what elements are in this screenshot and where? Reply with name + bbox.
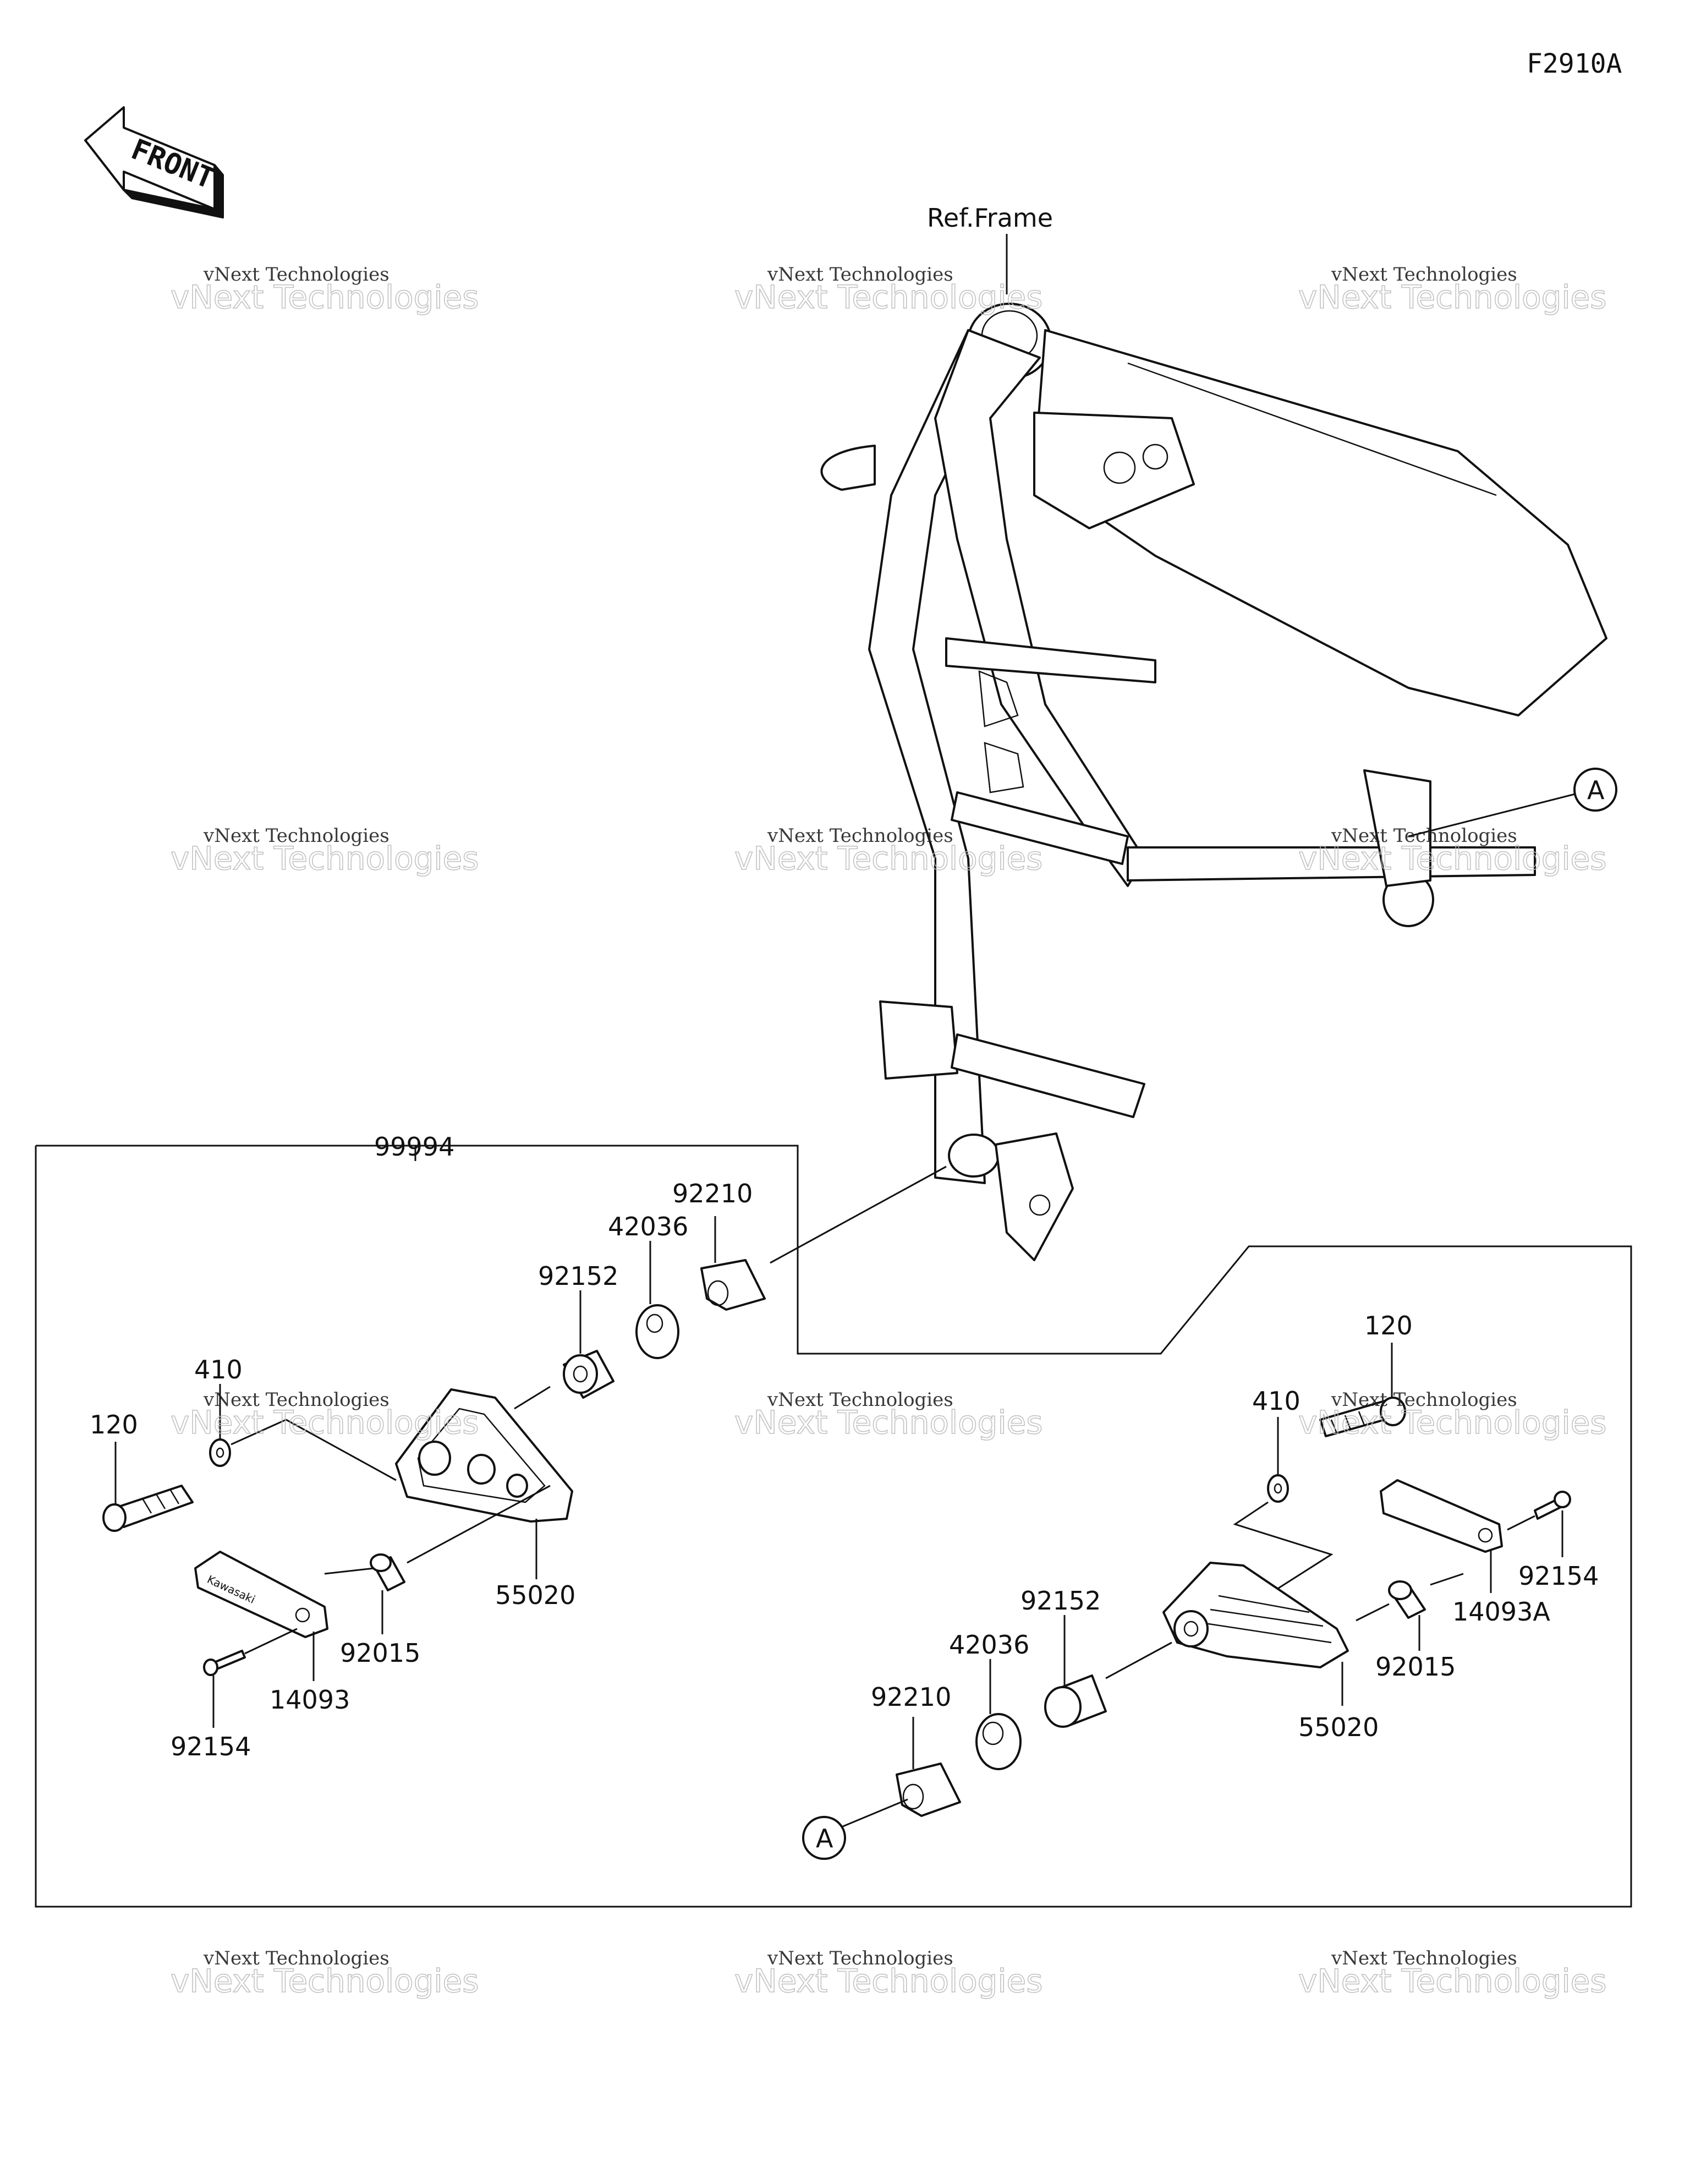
washer-410-right: 410: [1252, 1386, 1301, 1503]
svg-text:42036: 42036: [608, 1212, 688, 1241]
collar-92210-right: 92210: [871, 1682, 961, 1817]
screw-92154-left: 92154: [171, 1628, 298, 1761]
svg-text:vNext Technologies: vNext Technologies: [734, 278, 1042, 316]
svg-text:410: 410: [194, 1355, 243, 1384]
svg-text:92015: 92015: [340, 1638, 420, 1668]
svg-text:vNext Technologies: vNext Technologies: [1298, 1404, 1606, 1441]
screw-92154-right: 92154: [1507, 1491, 1599, 1591]
frame-slider-55020-right: 55020: [1162, 1562, 1379, 1742]
svg-text:vNext Technologies: vNext Technologies: [1331, 1389, 1517, 1411]
plate-14093A-right: 14093A: [1380, 1479, 1550, 1627]
callout-a-top: A: [1408, 768, 1617, 838]
svg-text:42036: 42036: [949, 1630, 1029, 1660]
svg-text:vNext Technologies: vNext Technologies: [767, 264, 953, 286]
washer-410-left: 410: [194, 1355, 243, 1467]
svg-text:vNext Technologies: vNext Technologies: [1331, 264, 1517, 286]
svg-text:92152: 92152: [1020, 1586, 1101, 1616]
svg-text:vNext Technologies: vNext Technologies: [203, 1947, 389, 1969]
svg-text:vNext Technologies: vNext Technologies: [734, 840, 1042, 877]
svg-text:vNext Technologies: vNext Technologies: [767, 1389, 953, 1411]
svg-text:vNext Technologies: vNext Technologies: [1298, 840, 1606, 877]
svg-text:vNext Technologies: vNext Technologies: [734, 1962, 1042, 2000]
kit-number-label: 99994: [374, 1132, 454, 1162]
svg-text:A: A: [1587, 775, 1605, 805]
svg-text:14093: 14093: [270, 1685, 350, 1715]
svg-text:vNext Technologies: vNext Technologies: [1298, 1962, 1606, 2000]
figure-code: F2910A: [1527, 48, 1622, 79]
frame-slider-55020-left: 55020: [395, 1388, 575, 1610]
bush-92152-left: 92152: [538, 1261, 618, 1399]
frame-mount-leader: [770, 1165, 947, 1264]
motorcycle-frame: [820, 303, 1607, 1261]
svg-text:410: 410: [1252, 1386, 1301, 1416]
callout-a-bottom: A: [802, 1798, 908, 1860]
collar-92015-left: 92015: [340, 1553, 420, 1668]
svg-text:55020: 55020: [495, 1580, 575, 1610]
svg-text:92015: 92015: [1375, 1652, 1456, 1682]
svg-text:vNext Technologies: vNext Technologies: [1298, 278, 1606, 316]
svg-text:vNext Technologies: vNext Technologies: [1331, 825, 1517, 847]
collar-92210-left: 92210: [672, 1179, 766, 1311]
svg-text:vNext Technologies: vNext Technologies: [171, 1962, 479, 2000]
svg-text:vNext Technologies: vNext Technologies: [203, 1389, 389, 1411]
washer-42036-left: 42036: [608, 1212, 688, 1359]
svg-text:55020: 55020: [1298, 1712, 1379, 1742]
svg-text:120: 120: [1364, 1311, 1413, 1340]
svg-text:vNext Technologies: vNext Technologies: [767, 825, 953, 847]
bush-92152-right: 92152: [1020, 1586, 1107, 1728]
svg-text:92210: 92210: [672, 1179, 753, 1208]
svg-text:A: A: [816, 1824, 833, 1853]
svg-text:vNext Technologies: vNext Technologies: [203, 264, 389, 286]
bolt-120-right: 120: [1319, 1311, 1413, 1437]
svg-text:92210: 92210: [871, 1682, 951, 1712]
svg-text:vNext Technologies: vNext Technologies: [734, 1404, 1042, 1441]
kit-bracket: [35, 1145, 1632, 1908]
svg-text:92154: 92154: [171, 1732, 251, 1761]
svg-text:120: 120: [90, 1410, 138, 1439]
svg-text:vNext Technologies: vNext Technologies: [171, 278, 479, 316]
svg-text:vNext Technologies: vNext Technologies: [203, 825, 389, 847]
front-arrow-icon: FRONT: [84, 106, 224, 218]
ref-frame-label: Ref.Frame: [927, 203, 1053, 233]
svg-text:vNext Technologies: vNext Technologies: [171, 1404, 479, 1441]
svg-text:92154: 92154: [1518, 1561, 1599, 1591]
svg-text:vNext Technologies: vNext Technologies: [1331, 1947, 1517, 1969]
bolt-120-left: 120: [90, 1410, 194, 1532]
collar-92015-right: 92015: [1375, 1580, 1456, 1682]
svg-text:92152: 92152: [538, 1261, 618, 1291]
svg-text:14093A: 14093A: [1452, 1597, 1550, 1627]
plate-14093-left: Kawasaki 14093: [194, 1551, 350, 1715]
svg-text:vNext Technologies: vNext Technologies: [171, 840, 479, 877]
washer-42036-right: 42036: [949, 1630, 1029, 1770]
svg-text:vNext Technologies: vNext Technologies: [767, 1947, 953, 1969]
